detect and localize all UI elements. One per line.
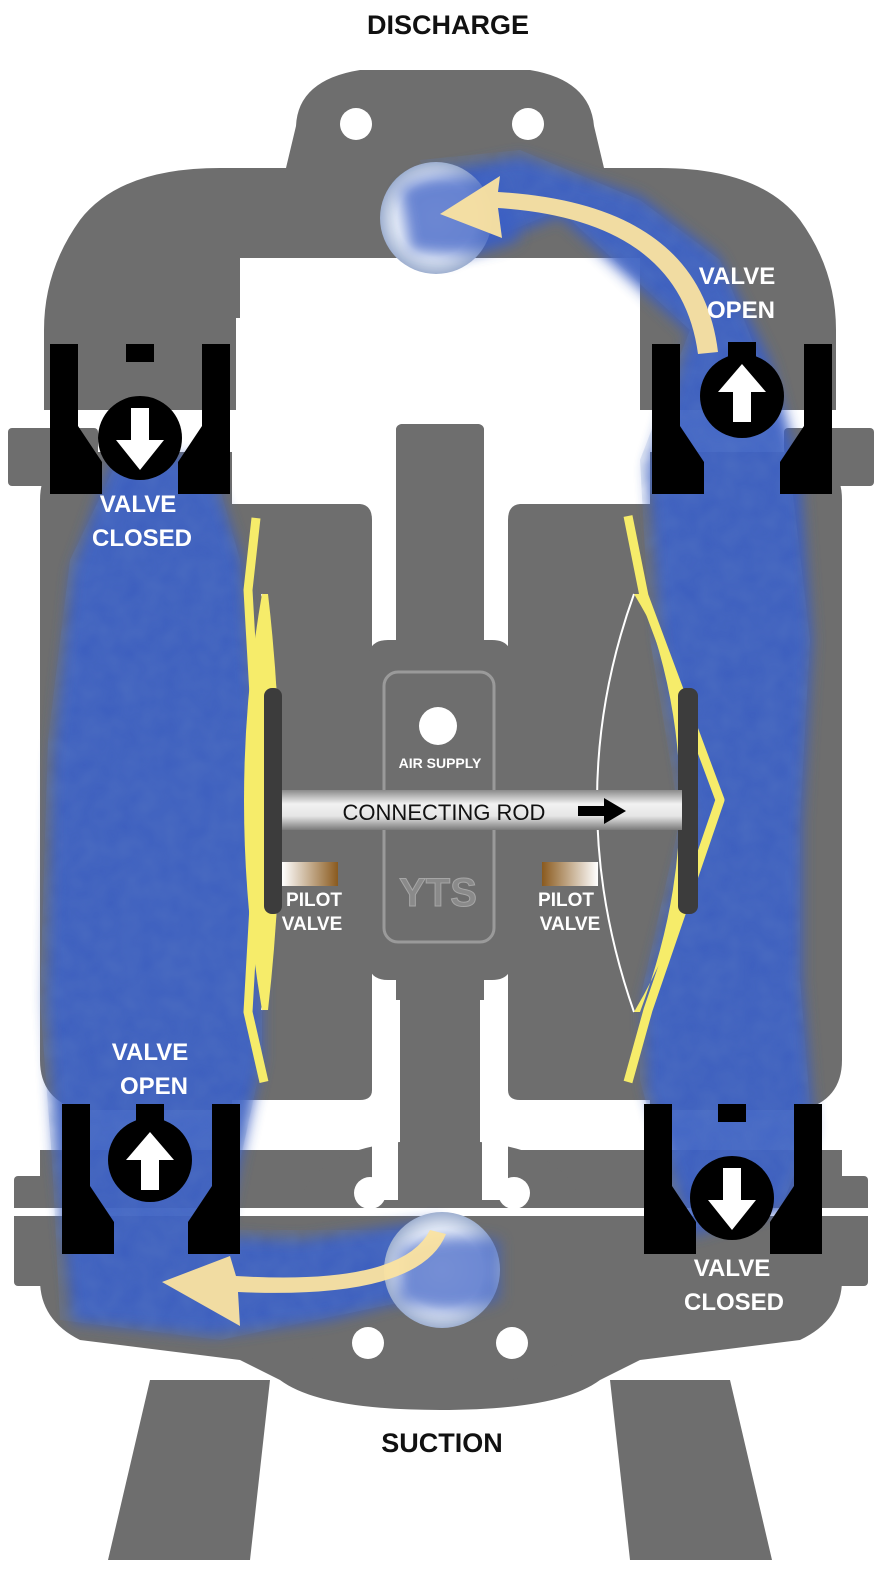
bottom-right-valve-label-2: CLOSED <box>684 1289 784 1316</box>
right-pilot-label-2: VALVE <box>540 914 601 935</box>
left-diaphragm <box>243 517 269 1084</box>
valve-closed-arrow-icon <box>116 408 164 470</box>
bolt-holes <box>340 108 544 1359</box>
bottom-left-check-valve <box>62 1104 240 1254</box>
top-right-valve-label-1: VALVE <box>699 263 775 290</box>
right-diaphragm-chamber <box>596 515 725 1084</box>
left-pilot-valve <box>282 862 338 886</box>
discharge-label: DISCHARGE <box>367 10 529 40</box>
bottom-right-check-valve <box>644 1104 822 1254</box>
bottom-left-valve-label-2: OPEN <box>120 1073 188 1100</box>
top-right-valve-label-2: OPEN <box>707 297 775 324</box>
left-pilot-label-1: PILOT <box>286 890 342 911</box>
suction-flow-arrow-icon <box>162 1230 446 1326</box>
right-diaphragm <box>623 515 725 1084</box>
connecting-rod-label: CONNECTING ROD <box>343 800 546 825</box>
right-diaphragm-plate <box>678 688 698 914</box>
suction-label: SUCTION <box>381 1428 503 1458</box>
rod-direction-arrow-icon <box>578 798 626 824</box>
top-left-valve-label-2: CLOSED <box>92 525 192 552</box>
discharge-flow-arrow-icon <box>440 176 718 354</box>
top-left-check-valve <box>50 344 230 494</box>
top-left-valve-label-1: VALVE <box>100 491 176 518</box>
logo: YTS <box>399 871 477 915</box>
bottom-left-valve-label-1: VALVE <box>112 1039 188 1066</box>
valve-open-arrow-icon <box>126 1132 174 1190</box>
bottom-right-valve-label-1: VALVE <box>694 1255 770 1282</box>
left-diaphragm-plate <box>264 688 282 914</box>
right-pilot-label-1: PILOT <box>538 890 594 911</box>
valve-open-arrow-icon <box>718 364 766 422</box>
right-pilot-valve <box>542 862 598 886</box>
top-right-check-valve <box>652 342 832 494</box>
valve-closed-arrow-icon <box>708 1168 756 1230</box>
left-pilot-label-2: VALVE <box>282 914 343 935</box>
left-diaphragm-chamber <box>243 517 282 1084</box>
air-supply-port <box>419 707 457 745</box>
air-supply-label: AIR SUPPLY <box>399 755 482 771</box>
